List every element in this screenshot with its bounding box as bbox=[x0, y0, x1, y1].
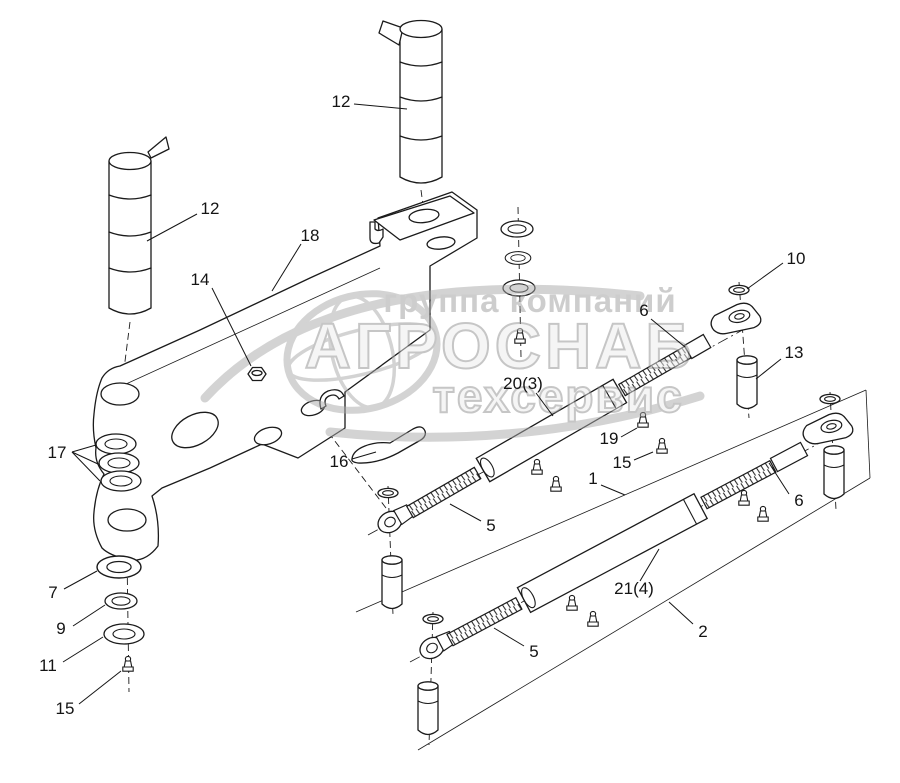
label-15-fitting-mid: 15 bbox=[613, 451, 654, 472]
tube-body-lower bbox=[516, 492, 709, 614]
bracket-frame bbox=[92, 191, 478, 561]
label-12-pin-left: 12 bbox=[146, 199, 220, 242]
label-5-rod-lower: 5 bbox=[493, 627, 539, 661]
label-5-rod-upper: 5 bbox=[449, 503, 496, 535]
label-1-assembly: 1 bbox=[588, 469, 626, 496]
label-21-4-tube: 21(4) bbox=[614, 548, 660, 598]
label-2-assembly: 2 bbox=[668, 601, 708, 641]
lock-ring-lower bbox=[819, 393, 841, 405]
label-7-washer: 7 bbox=[48, 570, 98, 602]
svg-text:16: 16 bbox=[330, 452, 349, 471]
svg-text:2: 2 bbox=[698, 622, 707, 641]
pin-upper-left bbox=[381, 555, 403, 610]
threaded-rod-5-upper bbox=[405, 466, 482, 519]
label-17-seal-stack: 17 bbox=[48, 443, 101, 482]
web-opening bbox=[171, 411, 219, 449]
label-6-rod-upper: 6 bbox=[639, 301, 686, 348]
clevis-upper-right bbox=[707, 299, 763, 337]
clevis-pin-lower bbox=[823, 445, 845, 500]
grease-fitting bbox=[531, 458, 543, 475]
lock-ring-10 bbox=[728, 284, 750, 296]
grease-fitting bbox=[587, 610, 599, 627]
watermark-line3: техсервис bbox=[432, 370, 683, 422]
watermark: группа компаний АГРОСНАБ техсервис bbox=[200, 282, 705, 442]
svg-text:17: 17 bbox=[48, 443, 67, 462]
label-19-screw: 19 bbox=[600, 427, 638, 448]
label-16-clip: 16 bbox=[330, 451, 377, 471]
label-9-ring: 9 bbox=[56, 604, 106, 638]
lobe-bore-lower bbox=[107, 508, 147, 532]
svg-text:20(3): 20(3) bbox=[503, 374, 543, 393]
nut bbox=[247, 366, 267, 382]
clevis-pin-13 bbox=[736, 355, 758, 410]
part-labels: 12 12 18 14 17 16 7 9 bbox=[39, 92, 805, 718]
label-12-pin-top: 12 bbox=[332, 92, 408, 111]
grease-fitting-left bbox=[122, 655, 134, 672]
grease-fitting bbox=[550, 475, 562, 492]
label-15-fitting-left: 15 bbox=[56, 670, 122, 718]
svg-text:6: 6 bbox=[794, 491, 803, 510]
seal-stack-left bbox=[95, 433, 142, 492]
pin-handle bbox=[147, 136, 170, 159]
watermark-line1: группа компаний bbox=[383, 282, 676, 319]
lobe-bore-upper bbox=[100, 382, 140, 406]
watermark-line2: АГРОСНАБ bbox=[305, 310, 696, 382]
pin-handle bbox=[378, 20, 404, 46]
clevis-neck-lower bbox=[769, 441, 809, 473]
grease-fitting bbox=[566, 594, 578, 611]
threaded-rod-6-lower bbox=[700, 459, 777, 510]
spring-pin bbox=[319, 389, 345, 410]
lower-washer-stack bbox=[96, 555, 145, 672]
turnbuckle-lower bbox=[415, 393, 855, 736]
label-14-nut: 14 bbox=[191, 270, 252, 367]
pin-lower-left bbox=[417, 681, 439, 736]
label-10-lock-ring: 10 bbox=[746, 249, 806, 290]
pin-bore-top bbox=[408, 208, 440, 224]
pin-bore-lower bbox=[426, 236, 456, 250]
flange-bore-left bbox=[253, 426, 283, 446]
washer-7 bbox=[96, 555, 142, 579]
label-11-cap-washer: 11 bbox=[39, 636, 104, 675]
svg-text:7: 7 bbox=[48, 583, 57, 602]
svg-text:5: 5 bbox=[486, 516, 495, 535]
svg-text:15: 15 bbox=[56, 699, 75, 718]
hook-notch bbox=[369, 221, 384, 245]
grease-fitting-15 bbox=[656, 437, 668, 454]
svg-text:18: 18 bbox=[301, 226, 320, 245]
svg-text:5: 5 bbox=[529, 642, 538, 661]
svg-text:19: 19 bbox=[600, 429, 619, 448]
ring-9 bbox=[104, 592, 138, 610]
grease-fitting bbox=[738, 489, 750, 506]
label-13-pin: 13 bbox=[755, 343, 804, 380]
svg-text:10: 10 bbox=[787, 249, 806, 268]
ring-lower-left bbox=[422, 613, 444, 625]
label-20-3-tube: 20(3) bbox=[503, 374, 554, 417]
ring-upper-left bbox=[377, 487, 399, 499]
svg-text:9: 9 bbox=[56, 619, 65, 638]
svg-text:14: 14 bbox=[191, 270, 210, 289]
pin-top bbox=[378, 19, 443, 184]
washer-11 bbox=[103, 623, 145, 645]
assembly-boundary-lines bbox=[355, 389, 871, 751]
globe-logo-icon bbox=[200, 284, 705, 442]
svg-text:12: 12 bbox=[201, 199, 220, 218]
grease-fitting bbox=[757, 505, 769, 522]
svg-text:21(4): 21(4) bbox=[614, 579, 654, 598]
svg-text:13: 13 bbox=[785, 343, 804, 362]
svg-text:15: 15 bbox=[613, 453, 632, 472]
threaded-rod-5-lower bbox=[446, 596, 523, 647]
clevis-neck-upper bbox=[683, 333, 712, 360]
label-6-rod-lower: 6 bbox=[768, 462, 804, 510]
svg-text:1: 1 bbox=[588, 469, 597, 488]
label-18-bracket: 18 bbox=[271, 226, 320, 292]
svg-text:12: 12 bbox=[332, 92, 351, 111]
pin-left bbox=[108, 136, 170, 315]
svg-text:11: 11 bbox=[39, 656, 57, 675]
svg-text:6: 6 bbox=[639, 301, 648, 320]
